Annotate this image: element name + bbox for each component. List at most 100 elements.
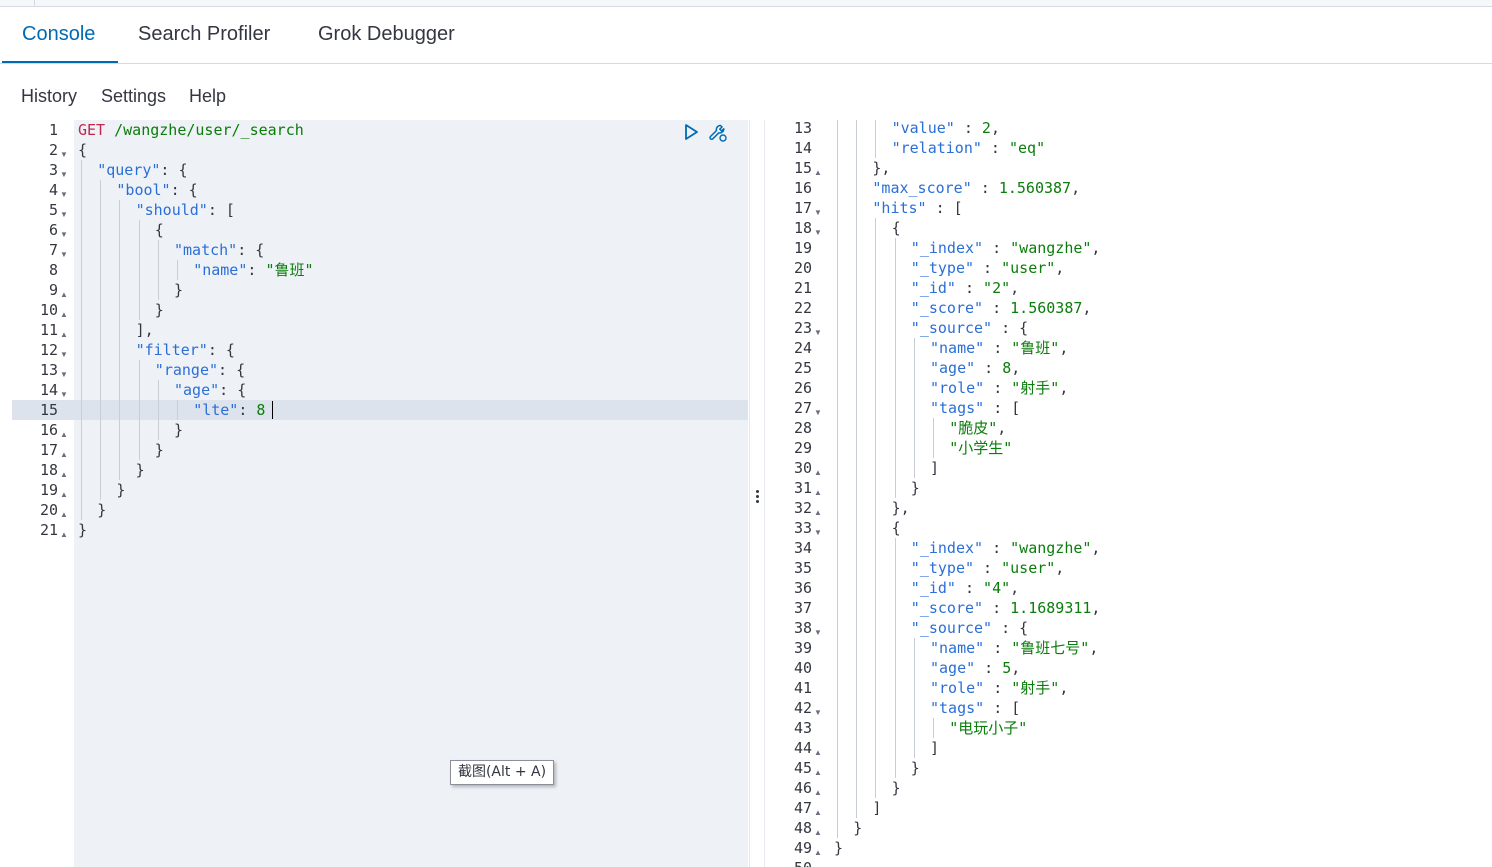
fold-caret-down-icon[interactable]: ▼ (60, 210, 68, 219)
fold-caret-down-icon[interactable]: ▼ (60, 250, 68, 259)
indent-guide (875, 438, 877, 458)
code-text: } (97, 501, 107, 519)
indent-guide (875, 538, 877, 558)
menu-settings[interactable]: Settings (101, 86, 167, 106)
fold-caret-up-icon[interactable]: ▲ (60, 330, 68, 339)
indent-guide (856, 358, 858, 378)
line-number: 23 (793, 319, 812, 337)
code-text: "小学生" (949, 439, 1013, 457)
code-line: 9▲} (12, 280, 748, 300)
fold-caret-up-icon[interactable]: ▲ (814, 788, 822, 797)
line-number: 15 (39, 401, 58, 419)
fold-caret-up-icon[interactable]: ▲ (814, 468, 822, 477)
fold-caret-up-icon[interactable]: ▲ (814, 168, 822, 177)
indent-guide (856, 138, 858, 158)
indent-guide (119, 200, 121, 220)
fold-caret-up-icon[interactable]: ▲ (814, 488, 822, 497)
fold-caret-up-icon[interactable]: ▲ (60, 530, 68, 539)
code-line: 49▲} (766, 838, 1492, 858)
indent-guide (856, 498, 858, 518)
fold-caret-down-icon[interactable]: ▼ (60, 170, 68, 179)
code-line: 19"_index" : "wangzhe", (766, 238, 1492, 258)
indent-guide (933, 418, 934, 438)
menu-history[interactable]: History (21, 86, 78, 106)
fold-caret-up-icon[interactable]: ▲ (60, 430, 68, 439)
fold-caret-down-icon[interactable]: ▼ (814, 328, 822, 337)
indent-guide (119, 320, 121, 340)
line-number: 35 (793, 559, 812, 577)
indent-guide (81, 240, 82, 260)
code-line: 24"name" : "鲁班", (766, 338, 1492, 358)
fold-caret-down-icon[interactable]: ▼ (814, 228, 822, 237)
fold-caret-down-icon[interactable]: ▼ (814, 528, 822, 537)
fold-caret-down-icon[interactable]: ▼ (814, 208, 822, 217)
code-line: 8"name": "鲁班" (12, 260, 748, 280)
fold-caret-up-icon[interactable]: ▲ (814, 748, 822, 757)
tab-search-profiler[interactable]: Search Profiler (138, 23, 271, 45)
indent-guide (138, 280, 140, 300)
line-number: 14 (793, 139, 812, 157)
indent-guide (100, 400, 102, 420)
fold-caret-up-icon[interactable]: ▲ (60, 290, 68, 299)
indent-guide (837, 618, 838, 638)
code-line: 7▼"match": { (12, 240, 748, 260)
code-text: "_index" : "wangzhe", (910, 239, 1101, 257)
indent-guide (837, 378, 838, 398)
indent-guide (81, 460, 82, 480)
fold-caret-down-icon[interactable]: ▼ (60, 390, 68, 399)
code-text: "name": "鲁班" (193, 261, 314, 279)
fold-caret-up-icon[interactable]: ▲ (60, 310, 68, 319)
code-text: { (78, 141, 88, 159)
fold-caret-down-icon[interactable]: ▼ (60, 370, 68, 379)
play-icon[interactable] (684, 123, 700, 141)
vertical-ellipsis-icon[interactable] (756, 488, 759, 505)
indent-guide (913, 658, 915, 678)
fold-caret-up-icon[interactable]: ▲ (814, 508, 822, 517)
fold-caret-down-icon[interactable]: ▼ (60, 190, 68, 199)
line-number: 9 (48, 281, 58, 299)
code-text: "filter": { (135, 341, 235, 359)
fold-caret-up-icon[interactable]: ▲ (60, 510, 68, 519)
fold-caret-down-icon[interactable]: ▼ (814, 628, 822, 637)
code-text: } (891, 779, 901, 797)
fold-caret-up-icon[interactable]: ▲ (814, 828, 822, 837)
fold-caret-down-icon[interactable]: ▼ (60, 150, 68, 159)
tab-grok-debugger[interactable]: Grok Debugger (318, 23, 455, 45)
request-code-area[interactable] (74, 120, 748, 867)
line-number: 31 (793, 479, 812, 497)
code-line: 38▼"_source" : { (766, 618, 1492, 638)
indent-guide (138, 220, 140, 240)
code-line: 15"lte": 8 (12, 400, 748, 420)
code-line: 35"_type" : "user", (766, 558, 1492, 578)
code-line: 22"_score" : 1.560387, (766, 298, 1492, 318)
fold-caret-up-icon[interactable]: ▲ (814, 808, 822, 817)
indent-guide (875, 658, 877, 678)
indent-guide (875, 598, 877, 618)
fold-caret-down-icon[interactable]: ▼ (60, 350, 68, 359)
pane-divider[interactable] (749, 120, 765, 867)
fold-caret-up-icon[interactable]: ▲ (814, 768, 822, 777)
fold-caret-down-icon[interactable]: ▼ (814, 708, 822, 717)
fold-caret-up-icon[interactable]: ▲ (814, 848, 822, 857)
fold-caret-down-icon[interactable]: ▼ (814, 408, 822, 417)
tab-console[interactable]: Console (2, 7, 118, 63)
line-number: 13 (39, 361, 58, 379)
fold-caret-up-icon[interactable]: ▲ (60, 470, 68, 479)
menu-help[interactable]: Help (189, 86, 227, 106)
indent-guide (81, 300, 82, 320)
wrench-icon[interactable] (708, 123, 728, 143)
indent-guide (837, 120, 838, 138)
fold-caret-up-icon[interactable]: ▲ (60, 450, 68, 459)
fold-caret-down-icon[interactable]: ▼ (60, 230, 68, 239)
line-number: 40 (793, 659, 812, 677)
code-line: 47▲] (766, 798, 1492, 818)
fold-caret-up-icon[interactable]: ▲ (60, 490, 68, 499)
indent-guide (913, 358, 915, 378)
code-line: 45▲} (766, 758, 1492, 778)
dev-tools-tabs: Console Search Profiler Grok Debugger (0, 7, 1492, 64)
indent-guide (933, 438, 934, 458)
indent-guide (875, 638, 877, 658)
indent-guide (913, 458, 915, 478)
indent-guide (875, 498, 877, 518)
